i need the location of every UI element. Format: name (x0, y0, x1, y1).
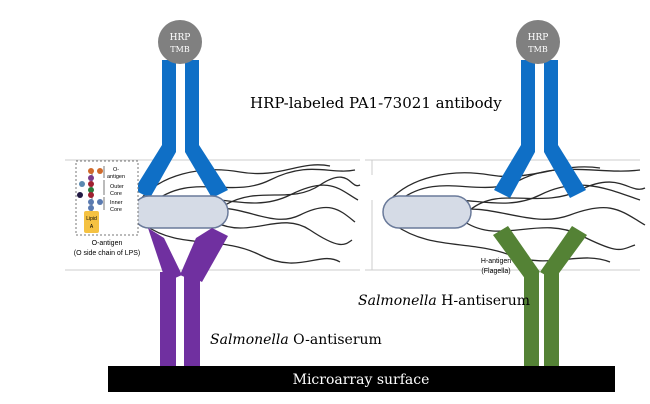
svg-text:Inner: Inner (110, 200, 123, 206)
h-antiserum-label: Salmonella H-antiserum (358, 293, 530, 309)
h-antiserum-antibody (493, 226, 587, 368)
svg-text:Lipid: Lipid (86, 216, 97, 222)
o-antigen-caption-sub: (O side chain of LPS) (74, 250, 141, 257)
microarray-surface-label: Microarray surface (293, 372, 430, 388)
svg-text:A: A (90, 224, 94, 230)
svg-text:Outer: Outer (110, 184, 124, 190)
hrp-tmb-left: HRP TMB (158, 20, 202, 64)
svg-text:O-: O- (113, 167, 119, 173)
panel-borders (65, 159, 640, 271)
svg-text:antigen: antigen (107, 174, 125, 180)
h-antigen-caption-sub: (Flagella) (481, 268, 510, 275)
flagella-left (139, 164, 361, 264)
svg-text:HRP: HRP (528, 33, 549, 43)
svg-text:Core: Core (110, 191, 122, 197)
o-antiserum-label: Salmonella O-antiserum (210, 332, 382, 348)
svg-text:TMB: TMB (528, 45, 548, 54)
lps-legend: Lipid A O- antigen Outer Core Inner Core (75, 160, 139, 236)
o-antigen-caption: O-antigen (92, 240, 123, 247)
hrp-tmb-right: HRP TMB (516, 20, 560, 64)
antibody-title: HRP-labeled PA1-73021 antibody (250, 94, 502, 112)
salmonella-cell-right (382, 195, 472, 229)
hrp-antibody-right (494, 60, 586, 198)
svg-text:Core: Core (110, 207, 122, 213)
h-antigen-caption: H-antigen (481, 258, 511, 265)
hrp-antibody-left (134, 60, 228, 198)
svg-text:TMB: TMB (170, 45, 190, 54)
microarray-surface (108, 366, 615, 392)
o-antiserum-antibody (148, 228, 228, 368)
salmonella-cell-left (132, 195, 229, 229)
svg-text:HRP: HRP (170, 33, 191, 43)
